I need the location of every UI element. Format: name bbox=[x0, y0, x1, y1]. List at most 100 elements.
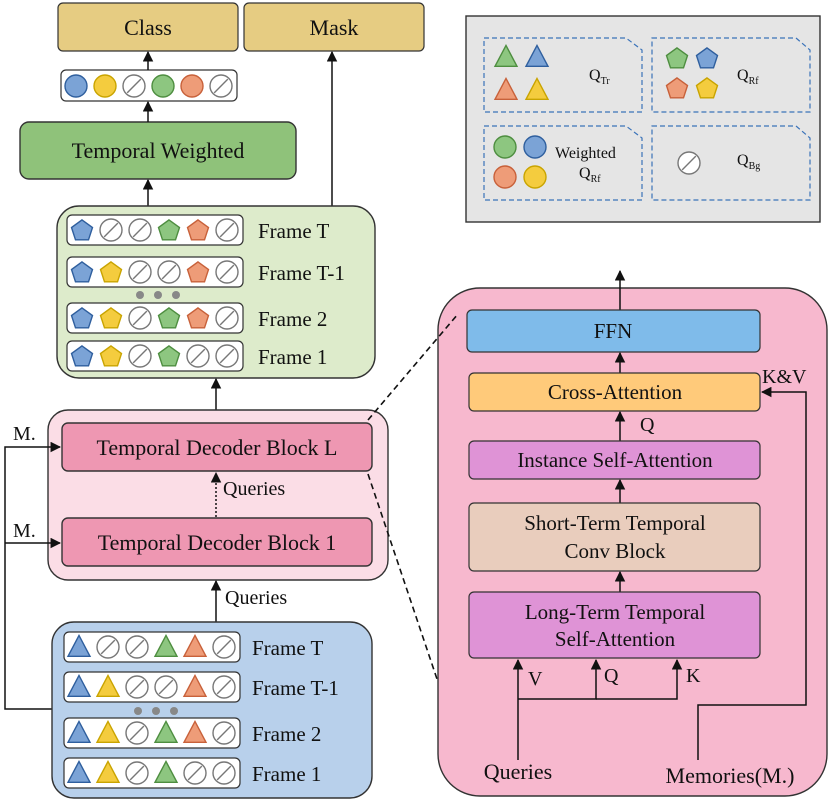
weighted-query-shapes bbox=[64, 74, 233, 98]
temporal-weighted-box bbox=[19, 121, 297, 180]
legend-shapes bbox=[493, 43, 719, 189]
null-query-icon bbox=[157, 260, 181, 284]
circle-green-icon bbox=[151, 74, 175, 98]
circle-blue-icon bbox=[523, 135, 547, 159]
zoom-line-top bbox=[367, 313, 459, 421]
null-query-icon bbox=[212, 721, 236, 745]
frame-row: Frame T bbox=[66, 214, 330, 246]
frame-row: Frame 2 bbox=[66, 302, 327, 334]
q-in-label: Q bbox=[604, 665, 619, 687]
triangle-blue-icon bbox=[66, 759, 92, 784]
zoom-line-bottom bbox=[367, 473, 439, 683]
pentagon-orange-icon bbox=[186, 219, 210, 241]
circle-yellow-icon bbox=[523, 165, 547, 189]
frame-row: Frame 1 bbox=[66, 340, 327, 372]
pentagon-yellow-icon bbox=[695, 77, 719, 99]
temporal-weighted-label: Temporal Weighted bbox=[72, 138, 245, 163]
refined-ellipsis bbox=[136, 291, 180, 299]
legend-box bbox=[465, 15, 821, 223]
triangle-green-icon bbox=[493, 43, 519, 68]
null-query-icon bbox=[128, 306, 152, 330]
short-term-label-1: Short-Term Temporal bbox=[524, 511, 706, 535]
null-query-icon bbox=[209, 74, 233, 98]
triangle-green-icon bbox=[153, 719, 179, 744]
v-label: V bbox=[528, 668, 543, 690]
legend-qrf-label: QRf bbox=[737, 67, 759, 87]
pentagon-yellow-icon bbox=[99, 261, 123, 283]
queries-branch-k bbox=[596, 658, 683, 700]
frame-row: Frame T-1 bbox=[63, 671, 339, 703]
null-query-icon bbox=[215, 218, 239, 242]
frame-row: Frame T-1 bbox=[66, 256, 345, 288]
pentagon-orange-icon bbox=[186, 307, 210, 329]
triangle-yellow-icon bbox=[95, 673, 121, 698]
instance-sa-box bbox=[468, 440, 761, 480]
frame-label: Frame T bbox=[252, 636, 324, 660]
frame-label: Frame 2 bbox=[252, 722, 321, 746]
queries-mid-label: Queries bbox=[223, 478, 285, 500]
null-query-icon bbox=[125, 675, 149, 699]
ffn-box bbox=[466, 309, 761, 353]
frame-row: Frame 1 bbox=[63, 757, 321, 789]
triangle-green-icon bbox=[153, 759, 179, 784]
circle-blue-icon bbox=[64, 74, 88, 98]
cross-q-label: Q bbox=[640, 414, 655, 436]
long-term-box bbox=[468, 591, 761, 659]
pentagon-orange-icon bbox=[186, 261, 210, 283]
legend-content: QTr QRf Weighted QRf QBg bbox=[483, 37, 811, 201]
legend-cell-qrf bbox=[651, 37, 811, 113]
kv-label: K&V bbox=[762, 366, 807, 388]
triangle-blue-icon bbox=[66, 673, 92, 698]
pentagon-green-icon bbox=[157, 345, 181, 367]
frame-label: Frame 1 bbox=[252, 762, 321, 786]
memory-to-cross-line bbox=[697, 386, 807, 760]
triangle-orange-icon bbox=[182, 633, 208, 658]
queries-bottom-label: Queries bbox=[484, 759, 552, 784]
null-query-icon bbox=[677, 151, 701, 175]
mask-output-label: Mask bbox=[310, 15, 359, 40]
short-term-box bbox=[468, 502, 761, 572]
null-query-icon bbox=[212, 675, 236, 699]
null-query-icon bbox=[215, 306, 239, 330]
triangle-green-icon bbox=[153, 633, 179, 658]
legend-cell-qbg bbox=[651, 125, 811, 201]
pentagon-orange-icon bbox=[665, 77, 689, 99]
null-query-icon bbox=[154, 675, 178, 699]
circle-orange-icon bbox=[180, 74, 204, 98]
legend-weighted-label: Weighted bbox=[555, 145, 616, 162]
circle-yellow-icon bbox=[93, 74, 117, 98]
short-term-label-2: Conv Block bbox=[565, 539, 666, 563]
null-query-icon bbox=[212, 635, 236, 659]
decoder-block-1 bbox=[61, 517, 373, 567]
triangle-orange-icon bbox=[182, 719, 208, 744]
triangle-blue-icon bbox=[66, 633, 92, 658]
triangle-yellow-icon bbox=[95, 719, 121, 744]
null-query-icon bbox=[215, 344, 239, 368]
pentagon-yellow-icon bbox=[99, 345, 123, 367]
circle-orange-icon bbox=[493, 165, 517, 189]
memories-bottom-label: Memories(M.) bbox=[666, 763, 795, 788]
pentagon-blue-icon bbox=[695, 47, 719, 69]
decoder-block-l bbox=[61, 422, 373, 472]
triangle-orange-icon bbox=[182, 673, 208, 698]
null-query-icon bbox=[125, 721, 149, 745]
null-query-icon bbox=[99, 218, 123, 242]
legend-cell-weighted bbox=[483, 125, 643, 201]
instance-sa-label: Instance Self-Attention bbox=[517, 448, 713, 472]
null-query-icon bbox=[183, 761, 207, 785]
null-query-icon bbox=[122, 74, 146, 98]
pentagon-yellow-icon bbox=[99, 307, 123, 329]
ffn-label: FFN bbox=[594, 319, 633, 343]
null-query-icon bbox=[125, 761, 149, 785]
legend-cell-qtr bbox=[483, 37, 643, 113]
null-query-icon bbox=[128, 218, 152, 242]
frame-label: Frame T-1 bbox=[258, 261, 345, 285]
pentagon-blue-icon bbox=[70, 219, 94, 241]
decoder-block-1-label: Temporal Decoder Block 1 bbox=[98, 530, 337, 555]
tracked-ellipsis bbox=[134, 707, 178, 715]
null-query-icon bbox=[96, 635, 120, 659]
long-term-label-2: Self-Attention bbox=[555, 627, 676, 651]
pentagon-green-icon bbox=[157, 307, 181, 329]
